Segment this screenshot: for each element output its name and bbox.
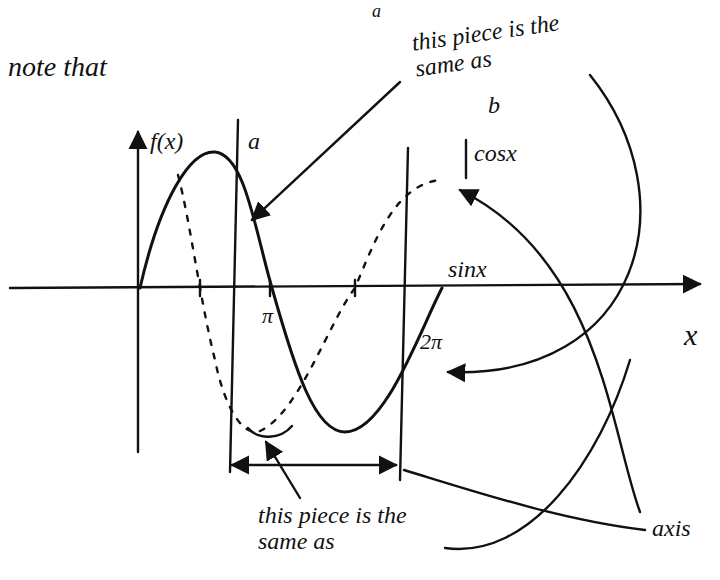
limit-label: b	[488, 92, 500, 118]
axis-label: x	[684, 318, 697, 351]
note-text: this piece is the same as	[258, 502, 438, 555]
curve-label: sinx	[448, 256, 487, 282]
interval-arrow	[232, 464, 396, 466]
cosine-curve	[178, 175, 440, 432]
limit-label: a	[372, 2, 381, 22]
piece-bracket	[248, 426, 292, 437]
leader-line	[448, 75, 640, 372]
tick-label: π	[262, 304, 273, 328]
leader-line	[266, 442, 300, 498]
note-text: this piece is the same as	[410, 2, 615, 82]
sine-curve	[140, 152, 442, 432]
note-text: note that	[8, 52, 107, 83]
limit-line	[400, 148, 408, 480]
tick-marks	[200, 280, 355, 296]
axis-label: f(x)	[150, 128, 183, 154]
leader-line	[404, 470, 645, 530]
leader-line	[252, 82, 400, 220]
tick-label: 2π	[420, 330, 442, 354]
leader-line	[460, 190, 640, 512]
note-text: axis	[652, 515, 691, 541]
y-axis	[137, 132, 139, 452]
limit-label: a	[248, 128, 260, 154]
curve-label: cosx	[474, 140, 517, 166]
cos-marker	[465, 140, 467, 178]
leader-line	[445, 360, 630, 549]
